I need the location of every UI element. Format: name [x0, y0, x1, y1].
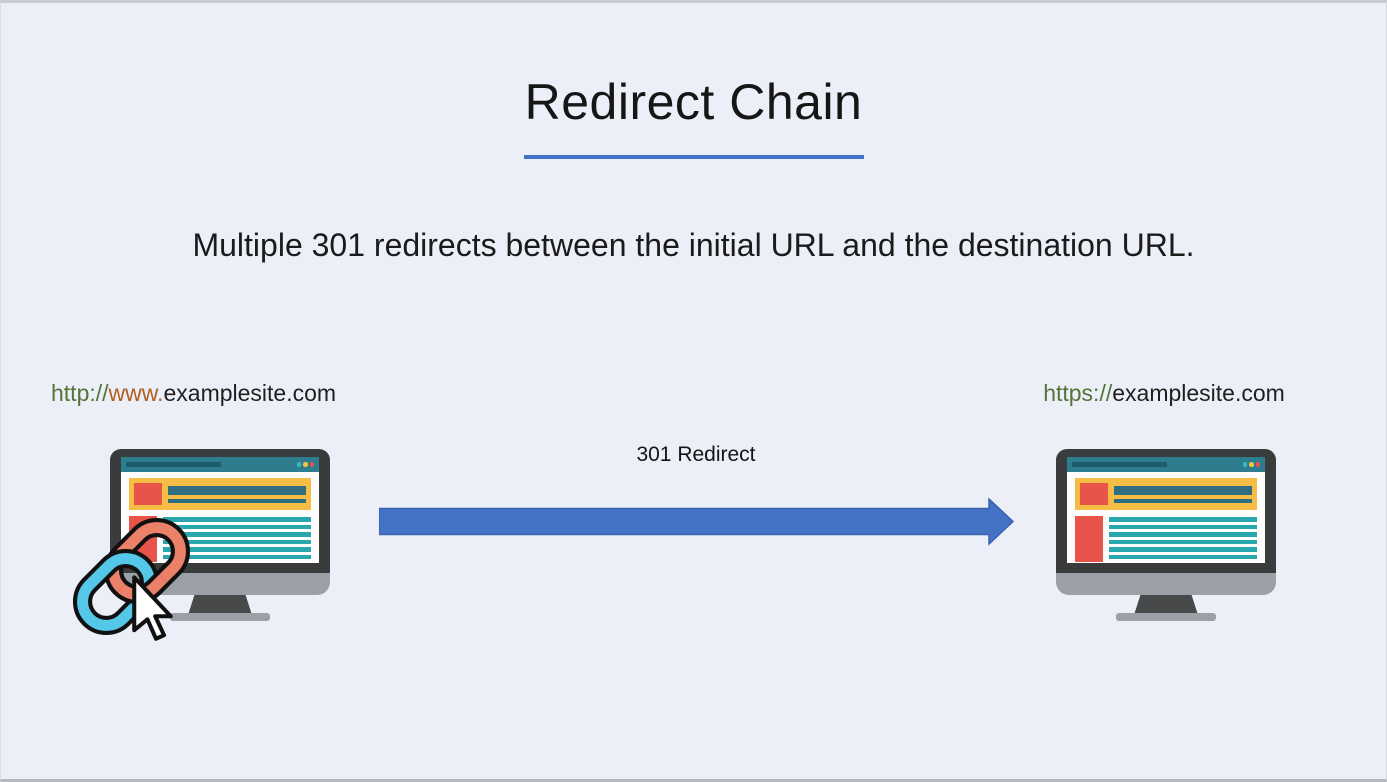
redirect-arrow-label: 301 Redirect: [636, 443, 756, 466]
monitor-stand: [188, 595, 252, 615]
source-url-www: www.: [108, 380, 164, 406]
monitor-base: [170, 613, 270, 621]
browser-dot-red-icon: [1255, 462, 1260, 467]
webpage-subhead-bar: [1114, 498, 1252, 503]
webpage-text-line: [1109, 532, 1257, 537]
webpage-logo-block: [1080, 483, 1108, 505]
browser-buttons: [296, 462, 314, 467]
webpage-text-line: [1109, 547, 1257, 552]
webpage-content: [1067, 472, 1265, 562]
webpage-logo-block: [134, 483, 162, 505]
webpage-headline-bar: [168, 485, 306, 495]
webpage-image-block: [1075, 516, 1103, 562]
browser-buttons: [1242, 462, 1260, 467]
destination-url-scheme: https://: [1043, 380, 1113, 406]
address-bar: [126, 462, 221, 467]
webpage-text-line: [163, 517, 311, 522]
address-bar: [1072, 462, 1167, 467]
right-arrow-icon: [379, 498, 1015, 546]
webpage-text-line: [163, 524, 311, 529]
source-url-host: examplesite.com: [163, 380, 337, 406]
webpage-text-line: [163, 554, 311, 559]
webpage-body-block: [1075, 516, 1257, 562]
source-url-label: http://www.examplesite.com: [51, 380, 336, 407]
browser-dot-yellow-icon: [303, 462, 308, 467]
monitor-screen: [1067, 457, 1265, 563]
webpage-text-line: [163, 547, 311, 552]
monitor-stand: [1134, 595, 1198, 615]
browser-dot-red-icon: [309, 462, 314, 467]
page-title: Redirect Chain: [524, 74, 863, 130]
webpage-headline-bar: [1114, 485, 1252, 495]
destination-monitor-icon: [1056, 449, 1276, 621]
webpage-text-line: [1109, 539, 1257, 544]
browser-bar: [1067, 457, 1265, 472]
subtitle: Multiple 301 redirects between the initi…: [192, 227, 1195, 263]
source-url-scheme: http://: [51, 380, 109, 406]
monitor-frame: [1056, 449, 1276, 573]
monitor-screen: [121, 457, 319, 563]
mouse-cursor-arrow-icon: [132, 575, 173, 641]
source-monitor-icon: [110, 449, 330, 621]
browser-dot-teal-icon: [296, 462, 301, 467]
monitor-base: [1116, 613, 1216, 621]
webpage-subhead-bar: [168, 498, 306, 503]
webpage-text-line: [163, 532, 311, 537]
chain-link-icon: [72, 517, 191, 641]
title-underline: [524, 155, 864, 159]
browser-dot-teal-icon: [1242, 462, 1247, 467]
browser-dot-yellow-icon: [1249, 462, 1254, 467]
browser-bar: [121, 457, 319, 472]
destination-url-host: examplesite.com: [1112, 380, 1285, 406]
monitor-frame: [110, 449, 330, 573]
webpage-text-line: [1109, 517, 1257, 522]
webpage-header-block: [1075, 478, 1257, 510]
monitor-chin: [1056, 573, 1276, 595]
destination-url-label: https://examplesite.com: [1014, 380, 1314, 407]
webpage-text-line: [1109, 554, 1257, 559]
webpage-text-line: [163, 539, 311, 544]
webpage-text-line: [1109, 524, 1257, 529]
webpage-header-block: [129, 478, 311, 510]
